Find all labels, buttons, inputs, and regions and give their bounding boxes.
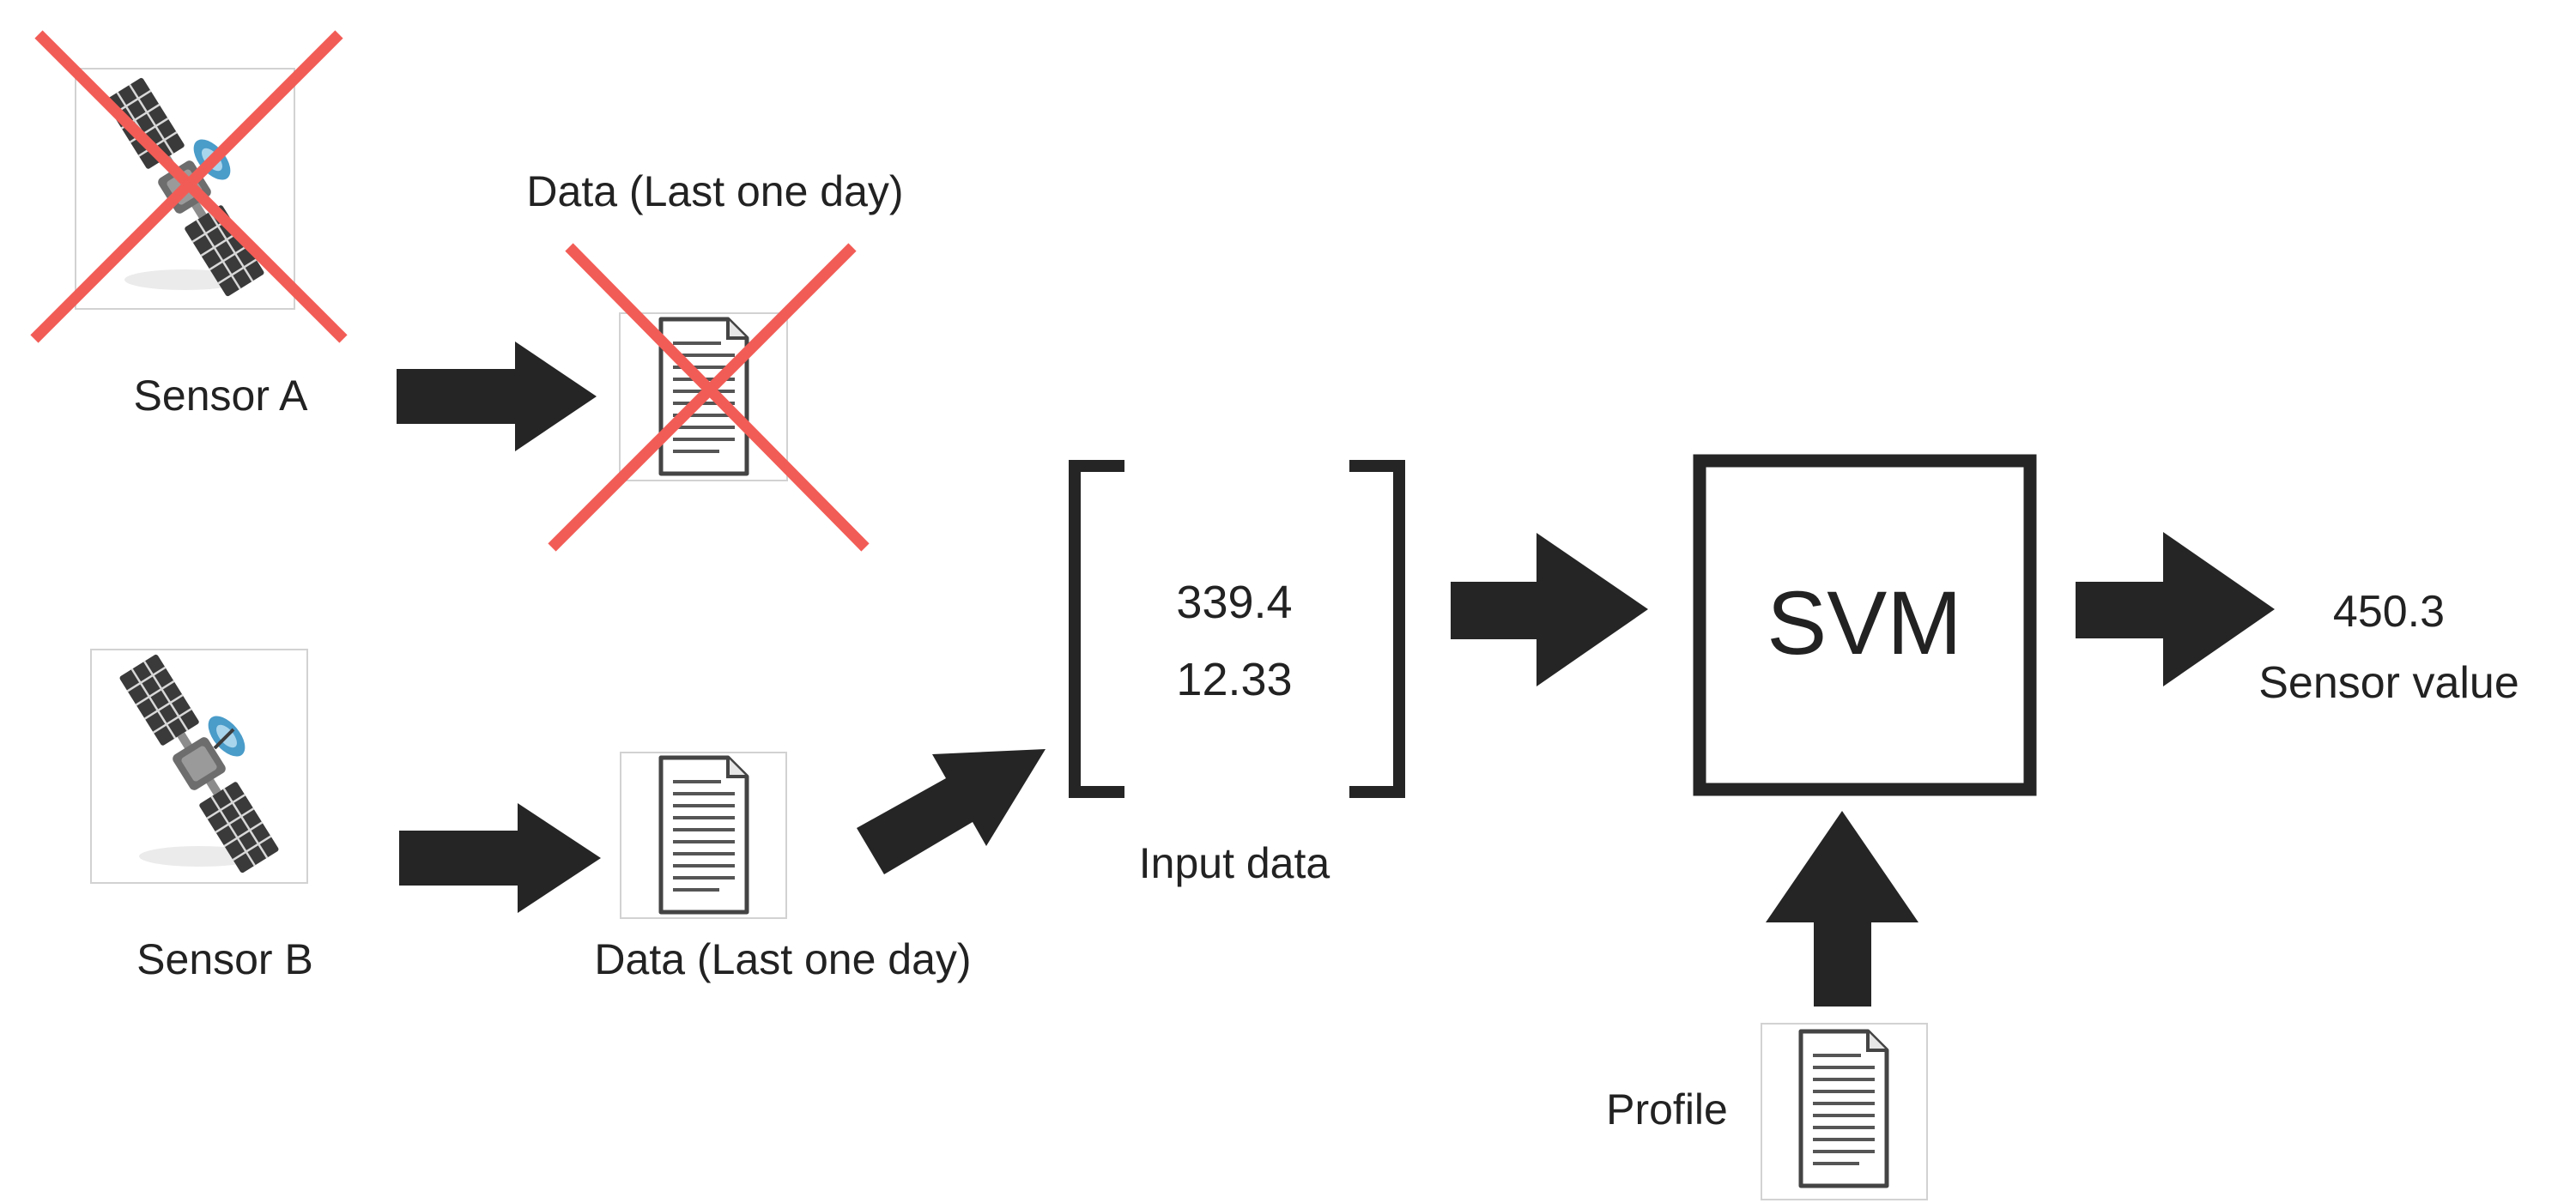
output: 450.3 Sensor value <box>2258 587 2519 708</box>
input-right-bracket <box>1349 460 1405 798</box>
arrow-data-b-to-input <box>857 749 1046 874</box>
red-cross-icon <box>548 243 870 552</box>
sensor-a: Sensor A <box>30 30 348 420</box>
sensor-b-label: Sensor B <box>136 935 313 983</box>
input-value-1: 339.4 <box>1176 577 1292 628</box>
arrow-input-to-svm <box>1451 533 1648 686</box>
data-a: Data (Last one day) <box>526 167 904 552</box>
arrow-profile-to-svm <box>1766 811 1918 1007</box>
data-b-label: Data (Last one day) <box>594 935 971 983</box>
output-label: Sensor value <box>2258 658 2519 708</box>
document-icon <box>661 758 747 912</box>
input-left-bracket <box>1069 460 1124 798</box>
arrow-sensor-b-to-data-b <box>399 803 601 913</box>
svm-model: SVM <box>1693 454 2037 796</box>
sensor-b: Sensor B <box>90 649 313 983</box>
svm-label: SVM <box>1767 573 1962 674</box>
arrow-sensor-a-to-data-a <box>397 342 597 451</box>
sensor-a-label: Sensor A <box>134 372 309 420</box>
output-value: 450.3 <box>2333 587 2445 637</box>
document-icon <box>1801 1031 1887 1186</box>
input-value-2: 12.33 <box>1176 654 1292 705</box>
svm-box <box>1693 454 2037 796</box>
profile: Profile <box>1606 1023 1928 1200</box>
input-data-label: Input data <box>1139 839 1330 887</box>
data-b: Data (Last one day) <box>594 752 972 983</box>
profile-label: Profile <box>1606 1085 1728 1133</box>
red-cross-icon <box>30 30 348 343</box>
arrow-svm-to-output <box>2076 532 2275 686</box>
input-vector: 339.4 12.33 Input data <box>1069 460 1405 887</box>
data-a-label: Data (Last one day) <box>526 167 903 215</box>
